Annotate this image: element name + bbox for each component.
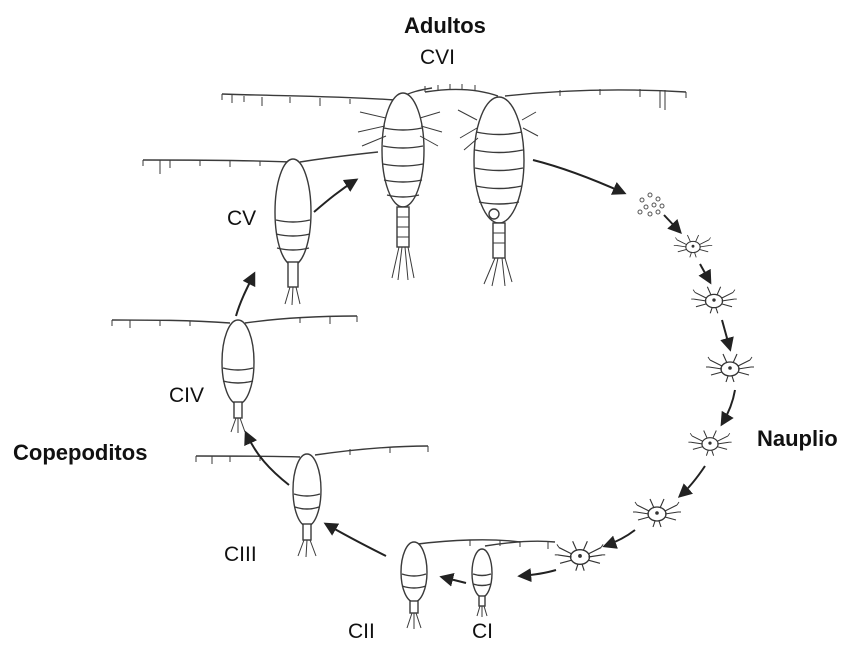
nauplius-stage-6 xyxy=(555,541,605,570)
arrow-n6-to-ci xyxy=(520,570,556,576)
nauplius-stage-3 xyxy=(706,354,754,382)
arrow-adult-to-eggs xyxy=(533,160,624,193)
arrow-cii-to-ciii xyxy=(326,524,386,556)
copepodite-cv xyxy=(143,152,378,305)
arrow-ciii-to-civ xyxy=(246,433,289,485)
arrow-civ-to-cv xyxy=(236,274,254,316)
nauplius-stage-4 xyxy=(688,431,731,456)
copepodite-ciii xyxy=(196,446,428,557)
stage-label-cvi: CVI xyxy=(420,46,455,70)
adult-male-copepod xyxy=(222,88,442,280)
adult-female-copepod xyxy=(425,84,686,286)
stage-label-ci: CI xyxy=(472,620,493,644)
copepodites-label: Copepoditos xyxy=(13,440,147,466)
stage-label-ciii: CIII xyxy=(224,543,257,567)
arrow-eggs-to-n1 xyxy=(664,215,680,232)
arrow-n1-to-n2 xyxy=(700,264,710,282)
arrow-n5-to-n6 xyxy=(605,530,635,546)
egg-cluster xyxy=(638,193,664,216)
nauplius-stage-5 xyxy=(633,499,681,527)
stage-label-cv: CV xyxy=(227,207,256,231)
arrow-ci-to-cii xyxy=(442,577,466,583)
arrow-n2-to-n3 xyxy=(722,320,730,349)
nauplius-stage-2 xyxy=(691,287,737,314)
adults-label: Adultos xyxy=(404,13,486,39)
copepodite-ci xyxy=(472,541,555,617)
nauplius-label: Nauplio xyxy=(757,426,838,452)
arrow-n3-to-n4 xyxy=(722,390,735,424)
stage-label-civ: CIV xyxy=(169,384,204,408)
nauplius-stage-1 xyxy=(674,235,712,257)
copepodite-cii xyxy=(401,540,520,629)
copepodite-civ xyxy=(112,316,357,433)
stage-label-cii: CII xyxy=(348,620,375,644)
arrow-n4-to-n5 xyxy=(680,466,705,496)
arrow-cv-to-adult xyxy=(314,180,356,212)
